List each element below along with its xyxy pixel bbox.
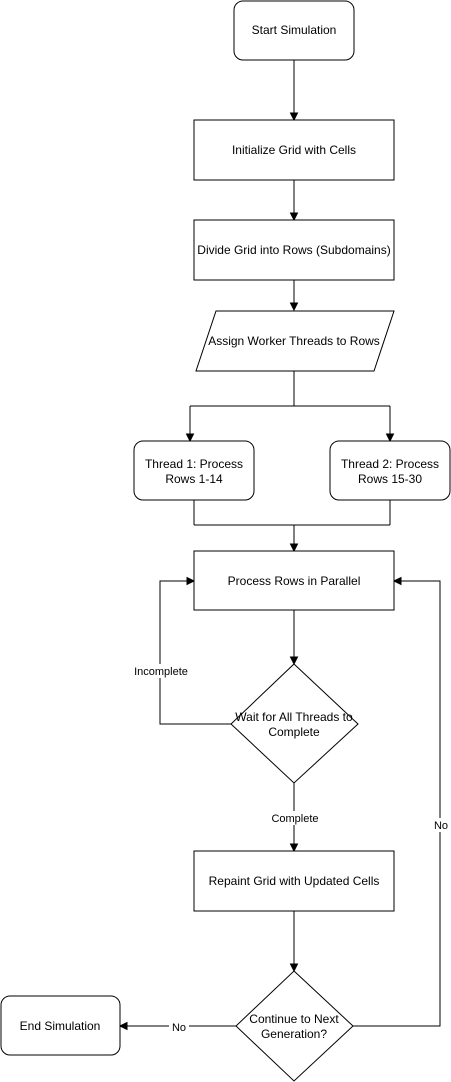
svg-text:Complete: Complete [268,725,320,739]
edge-label-incomplete: Incomplete [134,666,188,678]
node-assign-threads[interactable]: Assign Worker Threads to Rows [195,310,395,372]
edge-init-to-divide [289,180,299,222]
edge-label-no-loop: No [434,820,448,832]
node-start-simulation[interactable]: Start Simulation [233,0,355,61]
edge-label-complete: Complete [271,813,318,825]
node-repaint-grid[interactable]: Repaint Grid with Updated Cells [193,850,395,912]
svg-text:End Simulation: End Simulation [20,1019,101,1033]
edge-process-to-wait [289,610,299,666]
node-wait-threads[interactable]: Wait for All Threads to Complete [230,663,359,784]
svg-text:Initialize Grid with Cells: Initialize Grid with Cells [232,143,356,157]
svg-text:Thread 2: Process: Thread 2: Process [341,457,439,471]
svg-text:Rows 1-14: Rows 1-14 [165,472,223,486]
edge-start-to-init [289,60,299,122]
svg-text:Thread 1: Process: Thread 1: Process [145,457,243,471]
node-divide-grid[interactable]: Divide Grid into Rows (Subdomains) [193,219,395,281]
node-thread-1[interactable]: Thread 1: Process Rows 1-14 [133,440,255,501]
svg-text:Rows 15-30: Rows 15-30 [358,472,422,486]
node-end-simulation[interactable]: End Simulation [0,995,121,1056]
node-continue-generation[interactable]: Continue to Next Generation? [235,970,354,1082]
edge-continue-no-loop [353,576,441,1027]
node-initialize-grid[interactable]: Initialize Grid with Cells [193,119,395,181]
svg-text:Divide Grid into Rows (Subdoma: Divide Grid into Rows (Subdomains) [197,243,390,257]
svg-text:Repaint Grid with Updated Cell: Repaint Grid with Updated Cells [209,874,380,888]
svg-text:Generation?: Generation? [261,1027,327,1041]
edge-repaint-to-continue [289,911,299,973]
node-thread-2[interactable]: Thread 2: Process Rows 15-30 [329,440,451,501]
edge-threads-to-process [193,500,391,553]
edge-divide-to-assign [289,280,299,312]
edge-assign-to-threads [185,371,395,443]
svg-text:Continue to Next: Continue to Next [249,1012,339,1026]
svg-text:Start Simulation: Start Simulation [252,23,337,37]
svg-text:Wait for All Threads to: Wait for All Threads to [235,710,353,724]
node-process-rows[interactable]: Process Rows in Parallel [193,550,395,611]
svg-text:Process Rows in Parallel: Process Rows in Parallel [228,574,361,588]
edge-wait-incomplete-loop [159,576,231,725]
edge-label-no-end: No [172,1022,186,1034]
svg-text:Assign Worker Threads to Rows: Assign Worker Threads to Rows [208,334,380,348]
